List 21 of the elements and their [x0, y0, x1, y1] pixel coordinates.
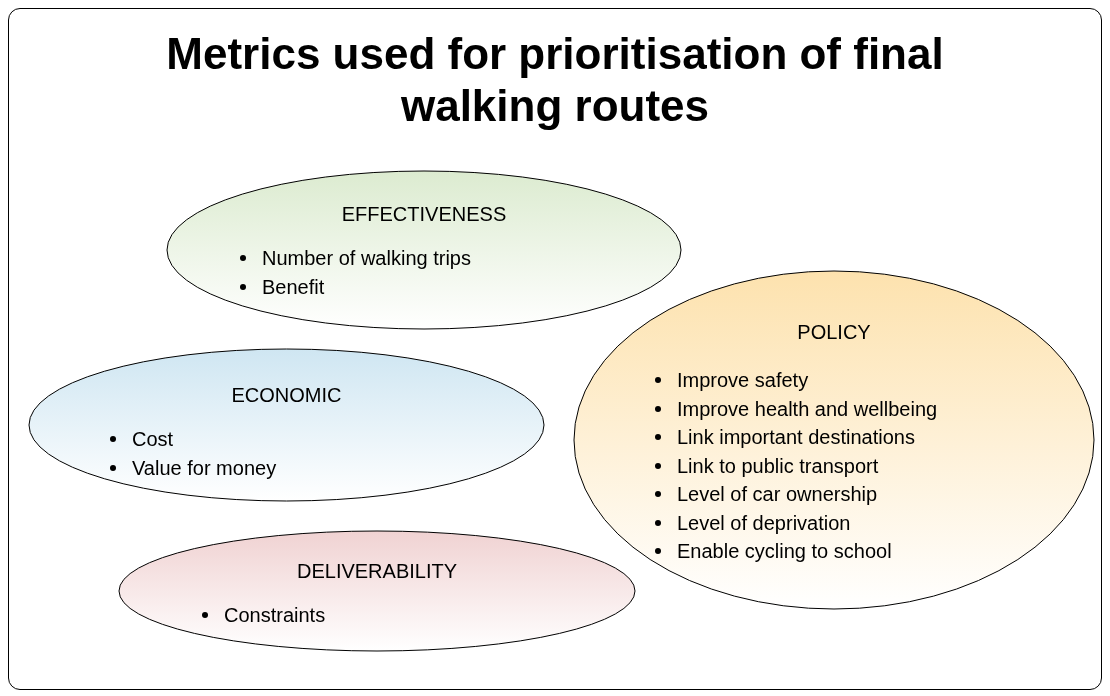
bullet-item: Link to public transport: [677, 453, 879, 479]
title: Metrics used for prioritisation of final walking routes: [165, 28, 945, 132]
bullet-item: Benefit: [262, 274, 325, 300]
category-heading: POLICY: [796, 320, 872, 344]
bullet-item: Number of walking trips: [262, 246, 471, 271]
bullet-item: Cost: [132, 427, 174, 452]
bullet-item: Link important destinations: [677, 425, 915, 450]
bullet-item: Improve safety: [677, 368, 809, 393]
bullet-item: Level of car ownership: [677, 482, 878, 507]
bullet-item: Value for money: [132, 455, 277, 481]
category-ellipse: [28, 348, 545, 502]
bullet-item: Level of deprivation: [677, 510, 851, 536]
category-heading: ECONOMIC: [230, 383, 343, 407]
category-ellipse: [573, 270, 1095, 610]
bullet-item: Constraints: [224, 603, 326, 628]
category-heading: DELIVERABILITY: [295, 559, 459, 583]
category-heading: EFFECTIVENESS: [340, 202, 508, 226]
bullet-item: Improve health and wellbeing: [677, 396, 938, 422]
category-ellipse: [118, 530, 636, 652]
category-ellipse: [166, 170, 682, 330]
bullet-item: Enable cycling to school: [677, 539, 892, 564]
